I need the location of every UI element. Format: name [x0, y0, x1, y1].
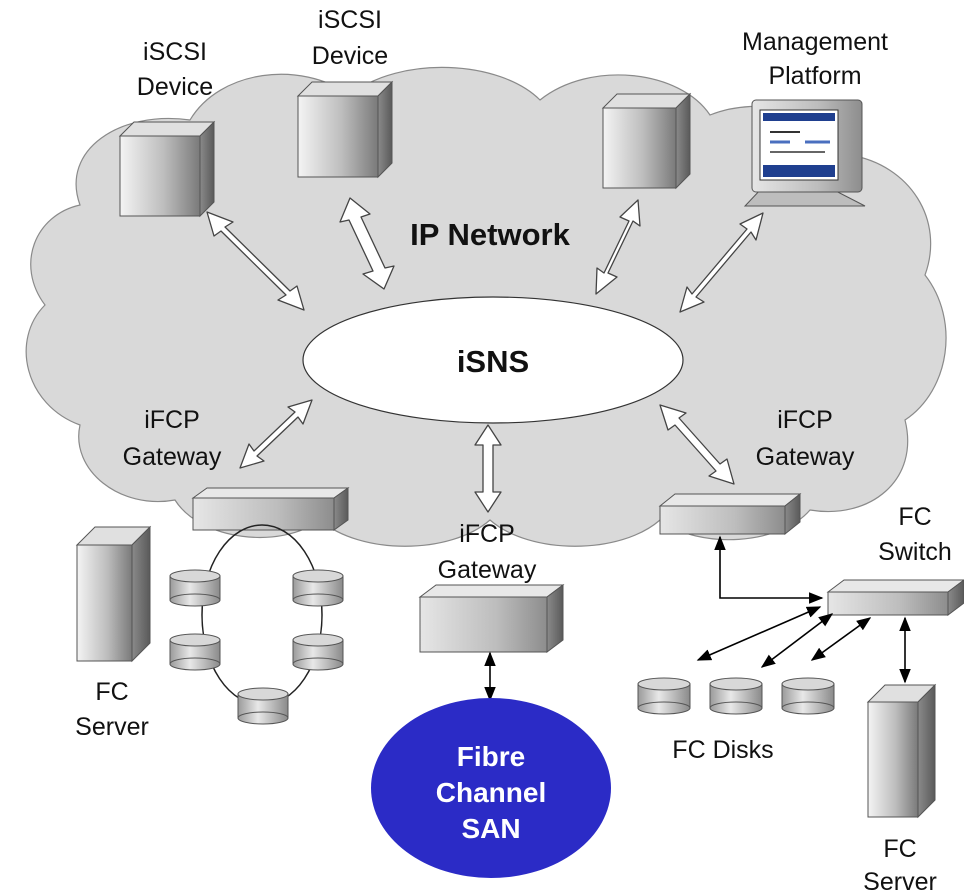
management-platform-icon [743, 99, 866, 207]
fc-server-right-label-2: Server [863, 868, 937, 895]
fc-server-right-icon [866, 683, 937, 819]
ifcp-gateway-right-icon [658, 492, 802, 536]
disk-icon [292, 633, 344, 671]
management-platform-label-2: Platform [768, 62, 861, 90]
fc-disks [637, 677, 835, 715]
disk-icon [292, 569, 344, 607]
iscsi-device-left-label-2: Device [137, 73, 213, 101]
loop-disks [169, 569, 344, 725]
double-arrow [595, 199, 641, 295]
isns-label: iSNS [457, 344, 529, 379]
fc-switch-icon [826, 579, 964, 616]
iscsi-device-left-label-1: iSCSI [143, 38, 207, 66]
network-device-icon [601, 92, 692, 190]
ifcp-gateway-center-label-1: iFCP [459, 520, 515, 548]
link-gateway-to-switch [714, 535, 824, 604]
iscsi-device-left-icon [118, 120, 216, 218]
fc-links [484, 535, 911, 702]
double-arrow [659, 404, 735, 485]
disk-icon [169, 569, 221, 607]
fc-loop [201, 524, 323, 706]
ifcp-gateway-right-label-1: iFCP [777, 406, 833, 434]
ifcp-gateway-center-icon [418, 584, 565, 653]
disk-icon [237, 687, 289, 725]
iscsi-device-mid-label-1: iSCSI [318, 6, 382, 34]
link-switch-to-disk [810, 617, 872, 661]
disk-icon [637, 677, 691, 715]
link-switch-to-disk [760, 613, 834, 668]
fc-switch-label-2: Switch [878, 538, 952, 566]
ifcp-gateway-left-icon [191, 487, 350, 531]
san-label-line3: SAN [461, 813, 520, 844]
disk-icon [709, 677, 763, 715]
double-arrow [239, 399, 313, 469]
fc-server-left-icon [75, 525, 152, 663]
double-arrow [474, 424, 502, 513]
iscsi-device-mid-icon [296, 80, 394, 179]
ifcp-gateway-right-label-2: Gateway [756, 443, 855, 471]
ifcp-gateway-left-label-1: iFCP [144, 406, 200, 434]
disk-icon [169, 633, 221, 671]
link-switch-to-disk [696, 606, 822, 661]
fibre-channel-san [371, 698, 611, 878]
double-arrow [339, 197, 395, 290]
disk-icon [781, 677, 835, 715]
san-label-line2: Channel [436, 777, 546, 808]
management-platform-label-1: Management [742, 28, 888, 56]
fc-server-right-label-1: FC [883, 835, 916, 863]
iscsi-device-mid-label-2: Device [312, 42, 388, 70]
network-links [206, 197, 764, 513]
ifcp-gateway-left-label-2: Gateway [123, 443, 222, 471]
fc-disks-label: FC Disks [672, 736, 773, 764]
double-arrow [679, 212, 764, 313]
fc-switch-label-1: FC [898, 503, 931, 531]
fc-server-left-label-2: Server [75, 713, 149, 741]
ifcp-gateway-center-label-2: Gateway [438, 556, 537, 584]
isns-ellipse [302, 296, 684, 424]
double-arrow [206, 211, 305, 311]
fc-server-left-label-1: FC [95, 678, 128, 706]
ip-network-label: IP Network [410, 217, 570, 252]
san-label-line1: Fibre [457, 741, 525, 772]
